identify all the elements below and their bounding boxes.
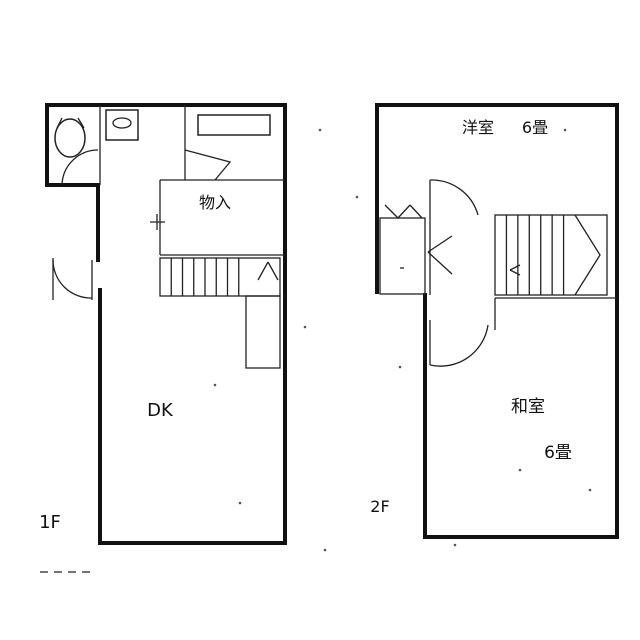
scan-speck xyxy=(355,195,359,199)
floor-1-plan: 物入 DK 1F xyxy=(39,103,287,545)
scan-speck xyxy=(398,365,402,369)
floor-2-plan: 洋室 6畳 和室 6畳 2F xyxy=(370,103,619,539)
japanese-room-size: 6畳 xyxy=(544,443,572,463)
scan-speck xyxy=(238,501,242,505)
dk-label: DK xyxy=(147,400,174,421)
western-room-door-swing xyxy=(429,179,479,216)
scan-speck xyxy=(323,548,327,552)
storage-closet: 物入 xyxy=(150,105,285,256)
toilet-fixture xyxy=(54,118,86,158)
shelf xyxy=(197,114,271,136)
floor-2-label: 2F xyxy=(370,497,389,516)
scan-speck xyxy=(213,383,217,387)
washbasin xyxy=(105,109,139,141)
toilet-room xyxy=(54,105,101,186)
floor-1-label: 1F xyxy=(39,512,61,533)
closet-folding-door xyxy=(184,149,232,181)
floor-1-outer-wall xyxy=(45,103,287,545)
scan-speck xyxy=(303,325,307,329)
scan-speck xyxy=(518,468,522,472)
storage-label: 物入 xyxy=(199,193,231,212)
scan-speck xyxy=(453,543,457,547)
scan-specks xyxy=(213,128,592,552)
japanese-room-name: 和室 xyxy=(511,397,545,417)
floor-2-staircase xyxy=(494,214,608,296)
floor-1-staircase xyxy=(159,257,281,369)
floor-2-closet xyxy=(379,204,453,295)
toilet-door-swing xyxy=(61,149,99,186)
scan-speck xyxy=(588,488,592,492)
floor-2-outer-wall xyxy=(375,103,619,539)
western-room-size: 6畳 xyxy=(522,118,548,137)
scan-speck xyxy=(563,128,567,132)
western-room-name: 洋室 xyxy=(462,118,494,137)
scan-speck xyxy=(318,128,322,132)
entrance-door-swing xyxy=(52,259,93,299)
japanese-room-door-swing xyxy=(429,324,489,367)
